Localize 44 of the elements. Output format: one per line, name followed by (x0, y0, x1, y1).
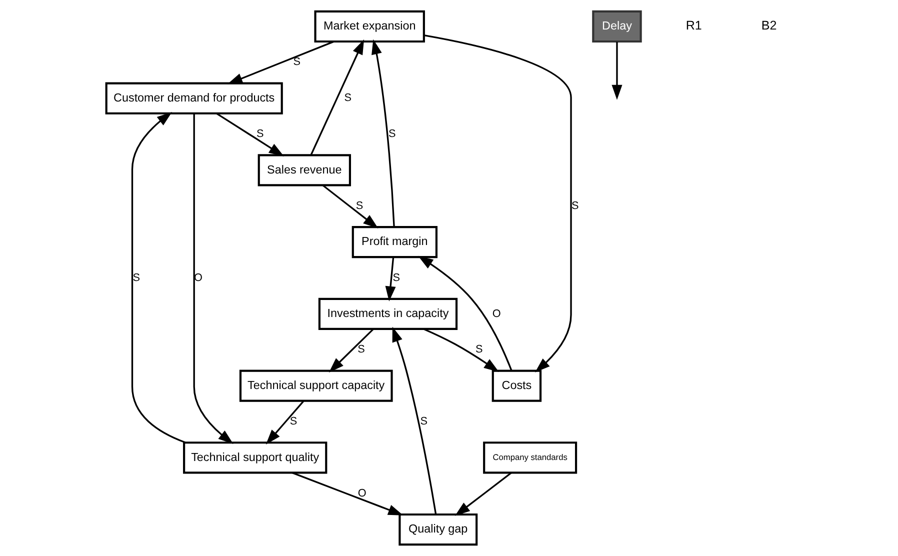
edge-label: O (492, 308, 501, 320)
arrow (424, 34, 572, 372)
edge-label: S (572, 200, 579, 212)
node-box: Technical support capacity (239, 370, 393, 402)
edge-label: O (358, 487, 366, 500)
arrow (227, 40, 334, 84)
arrow (292, 472, 404, 516)
node-box: Market expansion (314, 10, 425, 43)
arrow (322, 184, 378, 228)
edge-label: S (290, 416, 298, 428)
node-box: Costs (492, 370, 542, 402)
node-box: Sales revenue (258, 154, 351, 186)
edge-label: S (388, 128, 396, 140)
arrow (423, 328, 499, 372)
label: B2 (761, 18, 777, 32)
arrow (612, 42, 622, 100)
edge-label: S (132, 272, 140, 284)
arrow (372, 39, 395, 228)
node-box: Profit margin (352, 226, 438, 258)
edge-label: S (293, 56, 301, 68)
arrow (266, 400, 304, 444)
arrow (193, 113, 234, 444)
arrow (418, 256, 512, 371)
edge-label: S (358, 344, 365, 356)
arrow (454, 472, 512, 516)
arrow (328, 328, 374, 372)
node-box: Company standards (483, 442, 578, 474)
node-box: Investments in capacity (318, 298, 458, 330)
arrow (392, 326, 437, 515)
arrow (131, 112, 186, 444)
node-box: Quality gap (398, 513, 478, 546)
label: R1 (686, 18, 702, 32)
edge-label: S (256, 128, 264, 140)
edge-label: S (356, 200, 364, 212)
edge-label: S (344, 92, 352, 104)
node-box: Delay (592, 10, 642, 43)
edge-label: S (392, 272, 400, 284)
edge-label: S (420, 416, 428, 428)
node-box: Customer demand for products (105, 82, 283, 114)
edge-label: S (475, 344, 483, 356)
arrow (385, 257, 396, 302)
arrow (216, 112, 284, 156)
node-box: Technical support quality (183, 442, 328, 474)
arrow (310, 39, 364, 156)
